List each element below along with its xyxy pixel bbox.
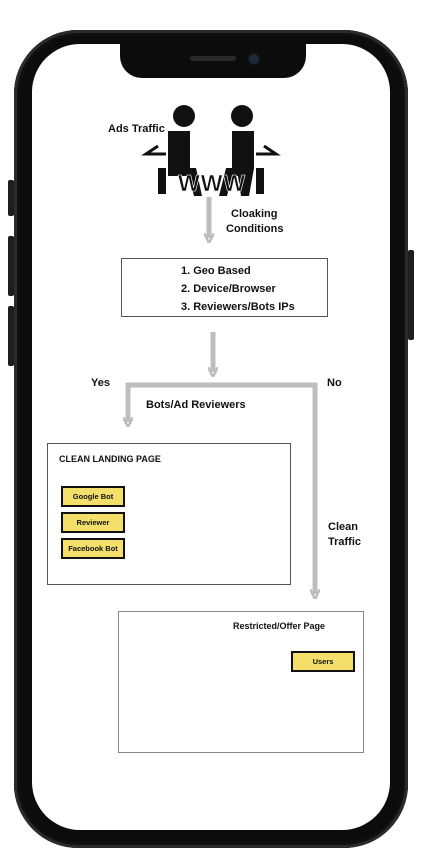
restricted-offer-box [118, 611, 364, 753]
volume-up-button [8, 236, 14, 296]
conditions-box [121, 258, 328, 317]
yes-label: Yes [91, 377, 110, 389]
volume-down-button [8, 306, 14, 366]
power-button [408, 250, 414, 340]
side-button [8, 180, 14, 216]
arrow-yes-branch [128, 382, 213, 422]
arrow-no-branch [213, 382, 315, 594]
condition-device: 2. Device/Browser [181, 283, 276, 295]
speaker-grille [190, 56, 236, 61]
condition-geo: 1. Geo Based [181, 265, 251, 277]
phone-notch [120, 44, 306, 78]
condition-reviewer-ips: 3. Reviewers/Bots IPs [181, 301, 295, 313]
no-label: No [327, 377, 342, 389]
clean-traffic-line1: Clean [328, 521, 358, 533]
cloaking-label-line2: Conditions [226, 223, 284, 235]
reviewer-button: Reviewer [61, 512, 125, 533]
www-label: WWW [178, 170, 247, 197]
restricted-offer-title: Restricted/Offer Page [233, 621, 326, 631]
bots-reviewers-label: Bots/Ad Reviewers [146, 399, 246, 411]
facebook-bot-button: Facebook Bot [61, 538, 125, 559]
flow-arrows [128, 197, 315, 594]
cloaking-label-line1: Cloaking [231, 208, 278, 220]
front-camera [249, 54, 259, 64]
google-bot-button: Google Bot [61, 486, 125, 507]
people-at-laptops-icon [141, 105, 281, 196]
ads-traffic-label: Ads Traffic [108, 123, 165, 135]
clean-landing-title: CLEAN LANDING PAGE [59, 454, 161, 464]
users-button: Users [291, 651, 355, 672]
clean-traffic-line2: Traffic [328, 536, 362, 548]
